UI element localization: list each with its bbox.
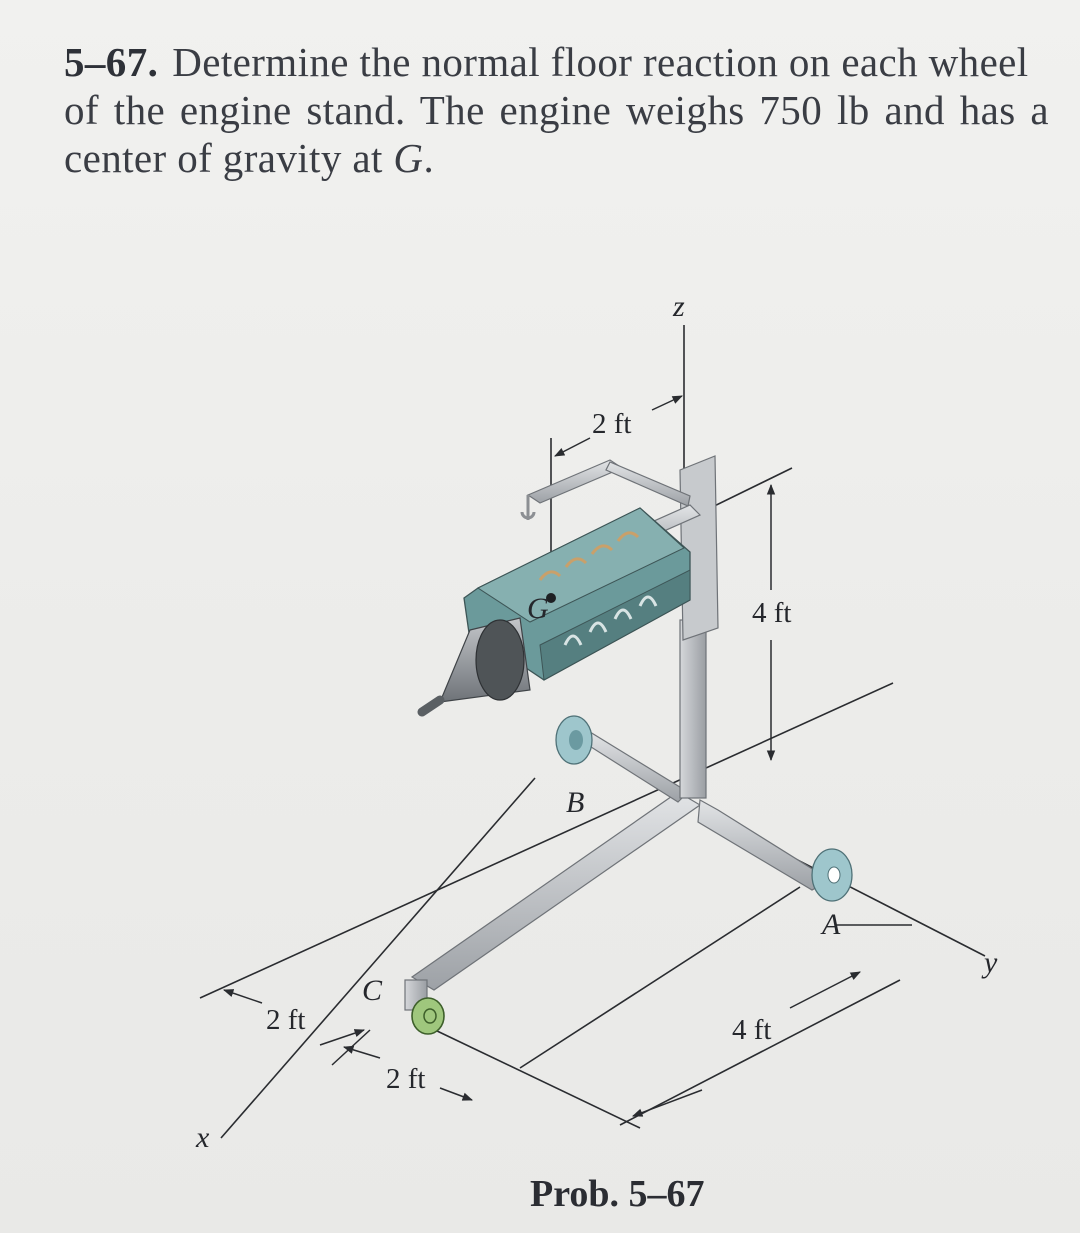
extension-line-upper (199, 682, 894, 999)
floor-line-c (434, 1029, 641, 1129)
engine (417, 495, 691, 717)
extension-line-a (519, 886, 801, 1069)
wheel-c-tire (411, 997, 445, 1035)
problem-line-1-text: Determine the normal floor reaction on e… (172, 39, 1029, 85)
dim-left-label: 2 ft (266, 1004, 305, 1036)
figure-caption: Prob. 5–67 (530, 1173, 705, 1215)
wheel-c (411, 997, 445, 1035)
vertical-post (679, 619, 707, 799)
dim-bottom-left-label: 2 ft (386, 1063, 425, 1095)
base-bar-long (410, 791, 702, 991)
base-bar-to-a (697, 799, 832, 891)
spark-wires (538, 531, 640, 581)
problem-line-3-end: . (423, 135, 435, 181)
dim-bottom-right-arrow-b (789, 971, 861, 1009)
label-c: C (362, 974, 383, 1007)
problem-line-3-text: center of gravity at (64, 135, 394, 181)
dim-cross-tick (331, 1029, 371, 1066)
dim-top-label: 2 ft (592, 408, 631, 440)
problem-statement: 5–67. Determine the normal floor reaction… (64, 38, 1049, 182)
problem-var-g: G (393, 135, 424, 181)
wheel-c-hub (423, 1008, 437, 1024)
problem-line-2: of the engine stand. The engine weighs 7… (64, 87, 1049, 133)
x-axis-line (220, 777, 536, 1139)
axle-to-b (578, 731, 689, 803)
dim-bottom-right-arrow-a (632, 1089, 703, 1117)
engine-cone-face (475, 619, 525, 701)
center-of-gravity-dot (546, 593, 556, 603)
dimension-arrows (223, 395, 912, 1117)
engine-side (539, 569, 691, 681)
label-g: G (527, 592, 549, 625)
engine-top (476, 507, 685, 623)
axis-x-label: x (195, 1121, 210, 1154)
wheel-b (555, 715, 593, 765)
holding-arm-back (605, 461, 691, 507)
exhaust-manifold (563, 595, 658, 646)
dim-bottom-left-arrow-b (439, 1087, 473, 1101)
reference-lines (199, 325, 986, 1139)
problem-number: 5–67. (64, 39, 159, 85)
label-b: B (566, 786, 584, 819)
axis-y-label: y (981, 946, 998, 979)
dim-bottom-right-label: 4 ft (732, 1014, 771, 1046)
problem-line-3: center of gravity at G. (64, 134, 1049, 182)
label-a: A (820, 908, 841, 941)
wheel-a-hub (827, 866, 841, 884)
dim-left-arrow-b (319, 1029, 365, 1046)
dim-height-label: 4 ft (752, 597, 791, 629)
dim-top-right-arrow (651, 395, 683, 411)
floor-line-bottom (619, 979, 901, 1126)
lifting-hook (520, 495, 536, 520)
axis-z-label: z (672, 290, 685, 323)
dim-top-left-arrow (554, 437, 591, 457)
wheel-b-hub (569, 730, 583, 750)
dim-left-arrow-a (223, 989, 263, 1004)
problem-line-1: 5–67. Determine the normal floor reaction… (64, 38, 1049, 86)
wheel-a (811, 848, 853, 902)
engine-shaft (417, 695, 445, 717)
